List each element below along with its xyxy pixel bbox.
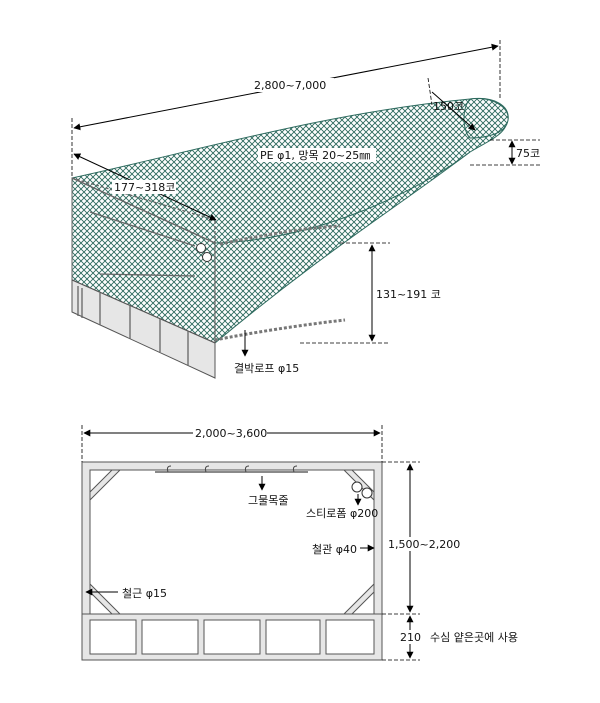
iron-frame — [81, 461, 383, 661]
net-lower-edge — [214, 151, 471, 244]
styrofoam-float-icon — [361, 487, 373, 499]
frame-width-label: 2,000~3,600 — [195, 427, 267, 440]
net-spec-label: PE φ1, 망목 20~25㎜ — [260, 149, 370, 162]
pipe-label: 철관 φ40 — [312, 543, 357, 556]
bottom-height-label: 210 — [400, 631, 421, 644]
end-width-label: 150코 — [433, 100, 464, 113]
frame-height-label: 1,500~2,200 — [388, 538, 460, 551]
float-icon — [202, 252, 212, 262]
rod-label: 철근 φ15 — [122, 587, 167, 600]
float-icon — [196, 243, 206, 253]
float-label: 스티로폼 φ200 — [306, 507, 378, 520]
frame-front-view: 2,000~3,600 1,500~2,200 210 수심 얕은곳에 사용 그… — [81, 425, 518, 661]
styrofoam-float-icon — [351, 481, 363, 493]
rope-bottom — [214, 318, 346, 342]
total-length-label: 2,800~7,000 — [254, 79, 326, 92]
rope-label: 결박로프 φ15 — [234, 362, 299, 375]
rear-frame — [71, 177, 216, 379]
mouth-width-label: 177~318코 — [114, 181, 175, 194]
mouth-height-label: 131~191 코 — [376, 288, 441, 301]
bottom-note-label: 수심 얕은곳에 사용 — [430, 631, 518, 644]
net-ring-label: 그물목줄 — [248, 494, 288, 507]
end-drop-label: 75코 — [516, 147, 540, 160]
ring-hooks — [166, 465, 298, 473]
net-trap-illustration: 2,800~7,000 150코 75코 PE φ1, 망목 20~25㎜ 17… — [71, 40, 540, 379]
rope-top — [219, 224, 341, 246]
